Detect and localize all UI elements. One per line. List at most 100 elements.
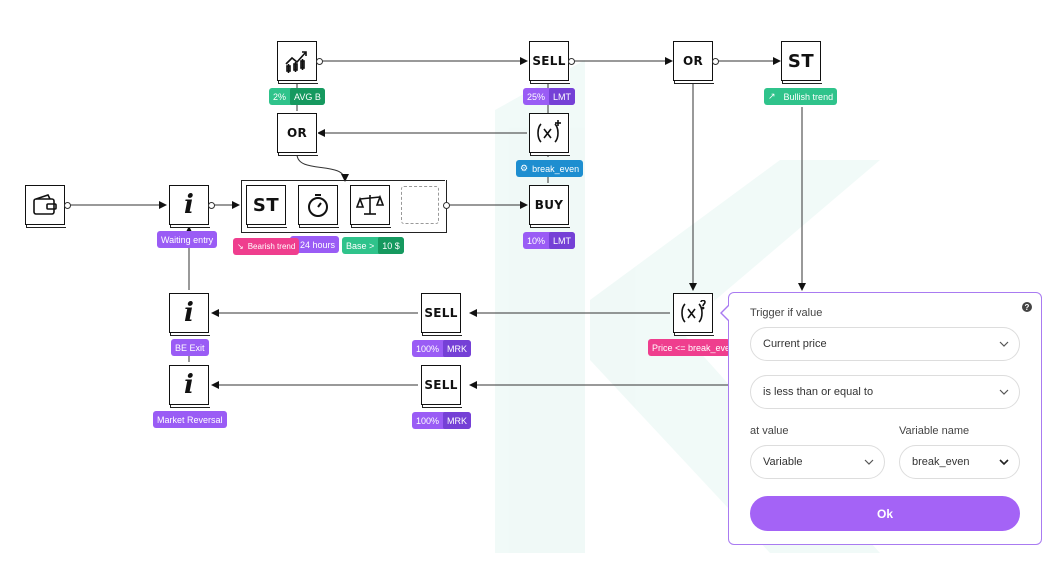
- buy-type: LMT: [549, 232, 576, 249]
- sell-low-node[interactable]: SELL: [421, 365, 462, 408]
- variable-name-select[interactable]: break_even: [899, 445, 1020, 479]
- balance-scale-icon: [356, 194, 384, 215]
- buy-badge[interactable]: 10% LMT: [523, 232, 576, 249]
- market-reversal-label: Market Reversal: [157, 414, 223, 425]
- timer-node[interactable]: [298, 185, 339, 228]
- info-icon: i: [184, 370, 194, 400]
- sell-mid-node[interactable]: SELL: [421, 293, 462, 336]
- trigger-condition-modal: ? Trigger if value Current price is less…: [728, 292, 1042, 545]
- bullish-badge[interactable]: ↗ Bullish trend: [764, 88, 838, 105]
- st-top-label: ST: [787, 50, 815, 72]
- trend-down-icon: ↘: [237, 242, 244, 251]
- port[interactable]: [712, 58, 719, 65]
- condition-badge[interactable]: Price <= break_even: [648, 339, 730, 356]
- wallet-icon: [33, 194, 57, 215]
- avg-badge[interactable]: 2% AVG B: [269, 88, 325, 105]
- value-source-value: Current price: [763, 338, 827, 350]
- info-icon: i: [184, 190, 194, 220]
- bearish-label: Bearish trend: [247, 242, 296, 251]
- sell-low-type: MRK: [443, 412, 472, 429]
- variable-name-value: break_even: [912, 456, 970, 468]
- waiting-entry-label: Waiting entry: [161, 234, 214, 245]
- value-source-select[interactable]: Current price: [750, 327, 1020, 361]
- be-exit-label: BE Exit: [175, 342, 205, 353]
- bearish-badge[interactable]: ↘ Bearish trend: [233, 238, 300, 255]
- sell-mid-label: SELL: [424, 306, 458, 320]
- st-top-node[interactable]: ST: [781, 41, 822, 84]
- help-icon[interactable]: ?: [1022, 302, 1032, 312]
- sell-top-node[interactable]: SELL: [529, 41, 570, 84]
- sell-low-pct: 100%: [416, 415, 440, 426]
- chevron-down-icon: [999, 459, 1009, 466]
- at-value-select[interactable]: Variable: [750, 445, 885, 479]
- hours-badge[interactable]: 24 hours: [290, 236, 340, 253]
- or-mid-label: OR: [286, 126, 308, 140]
- break-even-label: break_even: [532, 163, 580, 174]
- variable-set-node[interactable]: [529, 113, 570, 156]
- buy-pct: 10%: [527, 235, 546, 246]
- wallet-node[interactable]: [25, 185, 66, 228]
- break-even-badge[interactable]: ⚙ break_even: [516, 160, 584, 177]
- sell-top-pct: 25%: [527, 91, 546, 102]
- buy-label: BUY: [534, 198, 564, 212]
- chevron-down-icon: [999, 389, 1009, 395]
- sell-top-type: LMT: [549, 88, 576, 105]
- base-label: Base >: [346, 240, 375, 251]
- sell-top-badge[interactable]: 25% LMT: [523, 88, 576, 105]
- stopwatch-icon: [308, 194, 328, 217]
- variable-condition-node[interactable]: [673, 293, 714, 336]
- condition-label: Price <= break_even: [652, 342, 730, 353]
- candlestick-chart-icon: [285, 51, 307, 73]
- variable-x-plus-icon: [537, 120, 561, 143]
- port[interactable]: [316, 58, 323, 65]
- comparison-select[interactable]: is less than or equal to: [750, 375, 1020, 409]
- info-icon: i: [184, 298, 194, 328]
- gears-icon: ⚙: [520, 163, 529, 173]
- at-value-value: Variable: [763, 456, 803, 468]
- sell-low-badge[interactable]: 100% MRK: [412, 412, 472, 429]
- sell-top-label: SELL: [532, 54, 566, 68]
- variable-x-question-icon: [681, 300, 706, 323]
- market-reversal-badge[interactable]: Market Reversal: [153, 411, 227, 428]
- waiting-entry-badge[interactable]: Waiting entry: [157, 231, 218, 248]
- info-waiting-node[interactable]: i: [169, 185, 210, 228]
- info-be-node[interactable]: i: [169, 293, 210, 336]
- st-group-label: ST: [252, 194, 280, 216]
- hours-label: 24 hours: [300, 239, 336, 250]
- sell-low-label: SELL: [424, 378, 458, 392]
- group-top-border: [241, 180, 445, 181]
- base-badge[interactable]: Base > 10 $: [342, 237, 404, 254]
- empty-slot[interactable]: [401, 186, 439, 224]
- avg-pct: 2%: [273, 91, 287, 102]
- chevron-down-icon: [999, 341, 1009, 347]
- scale-node[interactable]: [350, 185, 391, 228]
- or-top-label: OR: [682, 54, 704, 68]
- or-top-node[interactable]: OR: [673, 41, 714, 84]
- chart-node[interactable]: [277, 41, 318, 84]
- modal-caret-fill: [722, 306, 729, 320]
- port[interactable]: [208, 202, 215, 209]
- bullish-label: Bullish trend: [783, 91, 834, 102]
- variable-name-label: Variable name: [899, 425, 970, 437]
- or-mid-node[interactable]: OR: [277, 113, 318, 156]
- chevron-down-icon: [864, 459, 874, 465]
- st-group-node[interactable]: ST: [246, 185, 287, 228]
- buy-node[interactable]: BUY: [529, 185, 570, 228]
- trend-up-icon: ↗: [768, 91, 776, 101]
- info-reversal-node[interactable]: i: [169, 365, 210, 408]
- base-value: 10 $: [378, 237, 404, 254]
- ok-button[interactable]: Ok: [750, 496, 1020, 531]
- at-value-label: at value: [750, 425, 789, 437]
- be-exit-badge[interactable]: BE Exit: [171, 339, 209, 356]
- sell-mid-badge[interactable]: 100% MRK: [412, 340, 472, 357]
- port[interactable]: [64, 202, 71, 209]
- trigger-title: Trigger if value: [750, 307, 823, 319]
- sell-mid-type: MRK: [443, 340, 472, 357]
- port[interactable]: [443, 202, 450, 209]
- avg-name: AVG B: [290, 88, 325, 105]
- comparison-value: is less than or equal to: [763, 386, 874, 398]
- sell-mid-pct: 100%: [416, 343, 440, 354]
- port[interactable]: [568, 58, 575, 65]
